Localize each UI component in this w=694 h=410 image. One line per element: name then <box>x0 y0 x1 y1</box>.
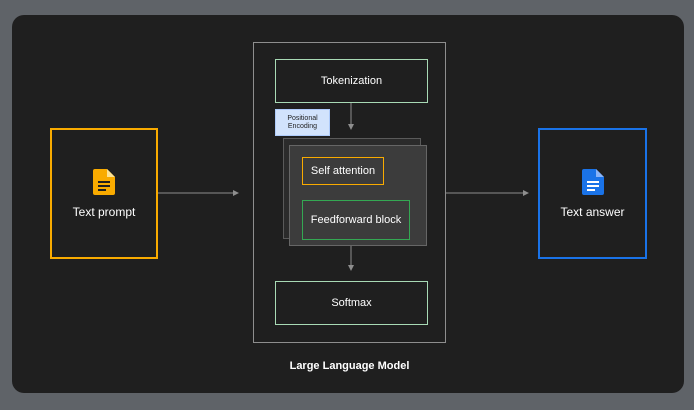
text-answer-label: Text answer <box>560 204 625 219</box>
text-prompt-box: Text prompt <box>50 128 158 259</box>
transformer-block <box>289 145 427 246</box>
softmax-box: Softmax <box>275 281 428 325</box>
positional-encoding-box: Positional Encoding <box>275 109 330 136</box>
self-attention-box: Self attention <box>302 157 384 185</box>
document-icon <box>581 168 604 195</box>
model-title: Large Language Model <box>289 360 410 372</box>
tokenization-box: Tokenization <box>275 59 428 103</box>
positional-encoding-label: Positional Encoding <box>287 114 318 130</box>
text-answer-box: Text answer <box>538 128 647 259</box>
feedforward-label: Feedforward block <box>310 213 402 226</box>
tokenization-label: Tokenization <box>320 75 383 87</box>
self-attention-label: Self attention <box>310 165 376 177</box>
softmax-label: Softmax <box>331 297 372 309</box>
llm-container <box>253 42 446 343</box>
feedforward-box: Feedforward block <box>302 200 410 240</box>
text-prompt-label: Text prompt <box>72 204 136 219</box>
document-icon <box>93 168 115 195</box>
